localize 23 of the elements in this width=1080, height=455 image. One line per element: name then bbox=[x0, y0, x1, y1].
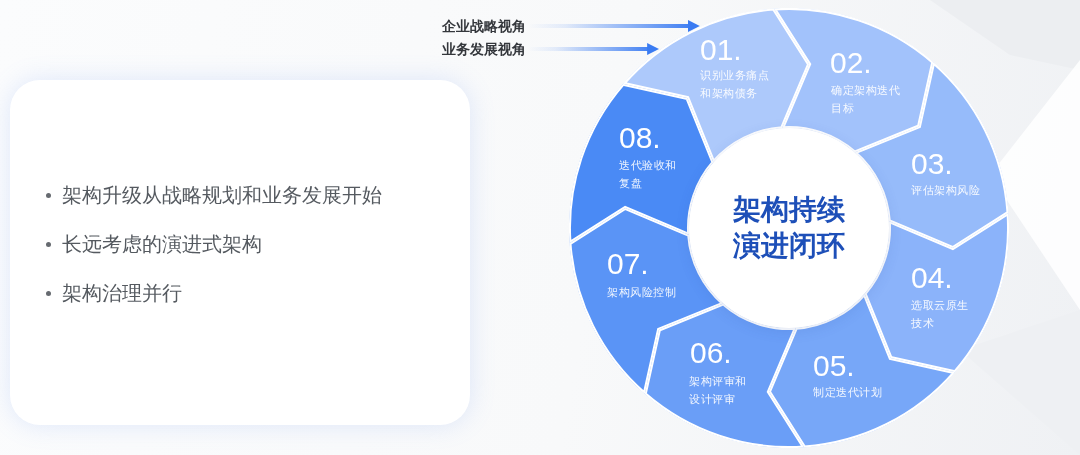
step-number: 04. bbox=[911, 263, 953, 293]
text-panel bbox=[10, 80, 470, 425]
step-description: 迭代验收和复盘 bbox=[619, 158, 678, 191]
step-number: 02. bbox=[830, 48, 872, 78]
step-description: 架构风险控制 bbox=[607, 285, 677, 300]
step-description: 评估架构风险 bbox=[911, 183, 981, 198]
step-number: 06. bbox=[690, 338, 732, 368]
step-number: 05. bbox=[813, 351, 855, 381]
step-number: 07. bbox=[607, 249, 649, 279]
perspective-label: 业务发展视角 bbox=[442, 40, 526, 58]
center-title: 架构持续演进闭环 bbox=[733, 193, 845, 263]
step-description: 识别业务痛点和架构债务 bbox=[700, 68, 770, 101]
step-description: 选取云原生技术 bbox=[911, 298, 970, 331]
perspective-label: 企业战略视角 bbox=[442, 17, 526, 35]
step-description: 确定架构迭代目标 bbox=[831, 83, 901, 116]
step-number: 08. bbox=[619, 123, 661, 153]
step-description: 架构评审和设计评审 bbox=[689, 374, 748, 407]
bullet-text: 架构升级从战略规划和业务发展开始 bbox=[62, 183, 382, 208]
step-number: 03. bbox=[911, 149, 953, 179]
bullet-text: 长远考虑的演进式架构 bbox=[62, 232, 262, 257]
step-number: 01. bbox=[700, 35, 742, 65]
step-description: 制定迭代计划 bbox=[813, 385, 883, 400]
bullet-text: 架构治理并行 bbox=[62, 281, 182, 306]
